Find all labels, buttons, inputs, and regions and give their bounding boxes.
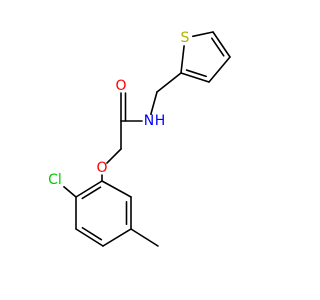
atom-label-n7: N	[144, 113, 154, 129]
bond-c6-n7	[150, 91, 158, 116]
atom-label-o9: O	[115, 78, 126, 94]
atom-label-cl14: Cl	[48, 172, 62, 188]
bond-c19-c13-inner	[81, 186, 102, 200]
bond-c17-c20	[130, 228, 159, 247]
bond-c15-c16	[75, 228, 104, 247]
bond-c2-c3	[180, 72, 210, 83]
bond-c2-c6	[156, 72, 182, 93]
bonds-layer	[63, 31, 231, 247]
atom-label-h7: H	[155, 113, 166, 129]
bond-s1-c2	[180, 45, 185, 74]
atom-label-s1: S	[181, 30, 190, 46]
bond-c4-c5-inner	[211, 37, 225, 57]
bond-c13-cl14	[63, 185, 77, 198]
bond-c15-c16-inner	[81, 226, 103, 241]
atom-label-o11: O	[96, 160, 107, 176]
bond-c4-c5	[212, 31, 231, 58]
bond-c16-c17	[102, 228, 132, 247]
bond-c2-c3-inner	[185, 69, 207, 78]
bond-c3-c4	[208, 56, 231, 83]
bond-c10-o11	[106, 148, 122, 164]
bond-c5-s1	[192, 31, 214, 38]
bond-c18-c19	[101, 180, 132, 198]
bond-c19-c13	[75, 180, 103, 198]
